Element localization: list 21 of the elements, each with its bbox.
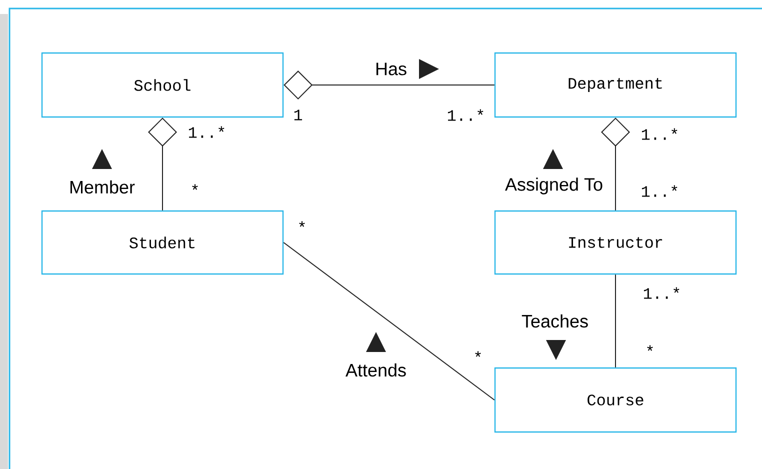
edge-label: Assigned To — [505, 178, 602, 194]
association-line — [148, 118, 177, 211]
edge-label: Attends — [346, 363, 406, 377]
edge-label: Teaches — [522, 314, 588, 328]
class-box: Department — [494, 52, 737, 118]
association-line — [283, 242, 495, 400]
multiplicity: * — [647, 345, 653, 351]
edge-label: Has — [376, 62, 406, 76]
class-box: Instructor — [494, 210, 737, 275]
multiplicity: * — [299, 221, 305, 227]
association-line — [615, 274, 616, 368]
class-box: School — [41, 52, 284, 118]
class-box: Student — [41, 210, 284, 275]
multiplicity: * — [475, 351, 481, 357]
multiplicity: * — [192, 184, 198, 190]
multiplicity: 1 — [294, 110, 302, 120]
multiplicity: 1..* — [448, 109, 484, 121]
association-line — [284, 70, 495, 100]
class-box: Course — [494, 367, 737, 433]
edge-label: Member — [70, 180, 135, 194]
association-line — [601, 118, 630, 211]
